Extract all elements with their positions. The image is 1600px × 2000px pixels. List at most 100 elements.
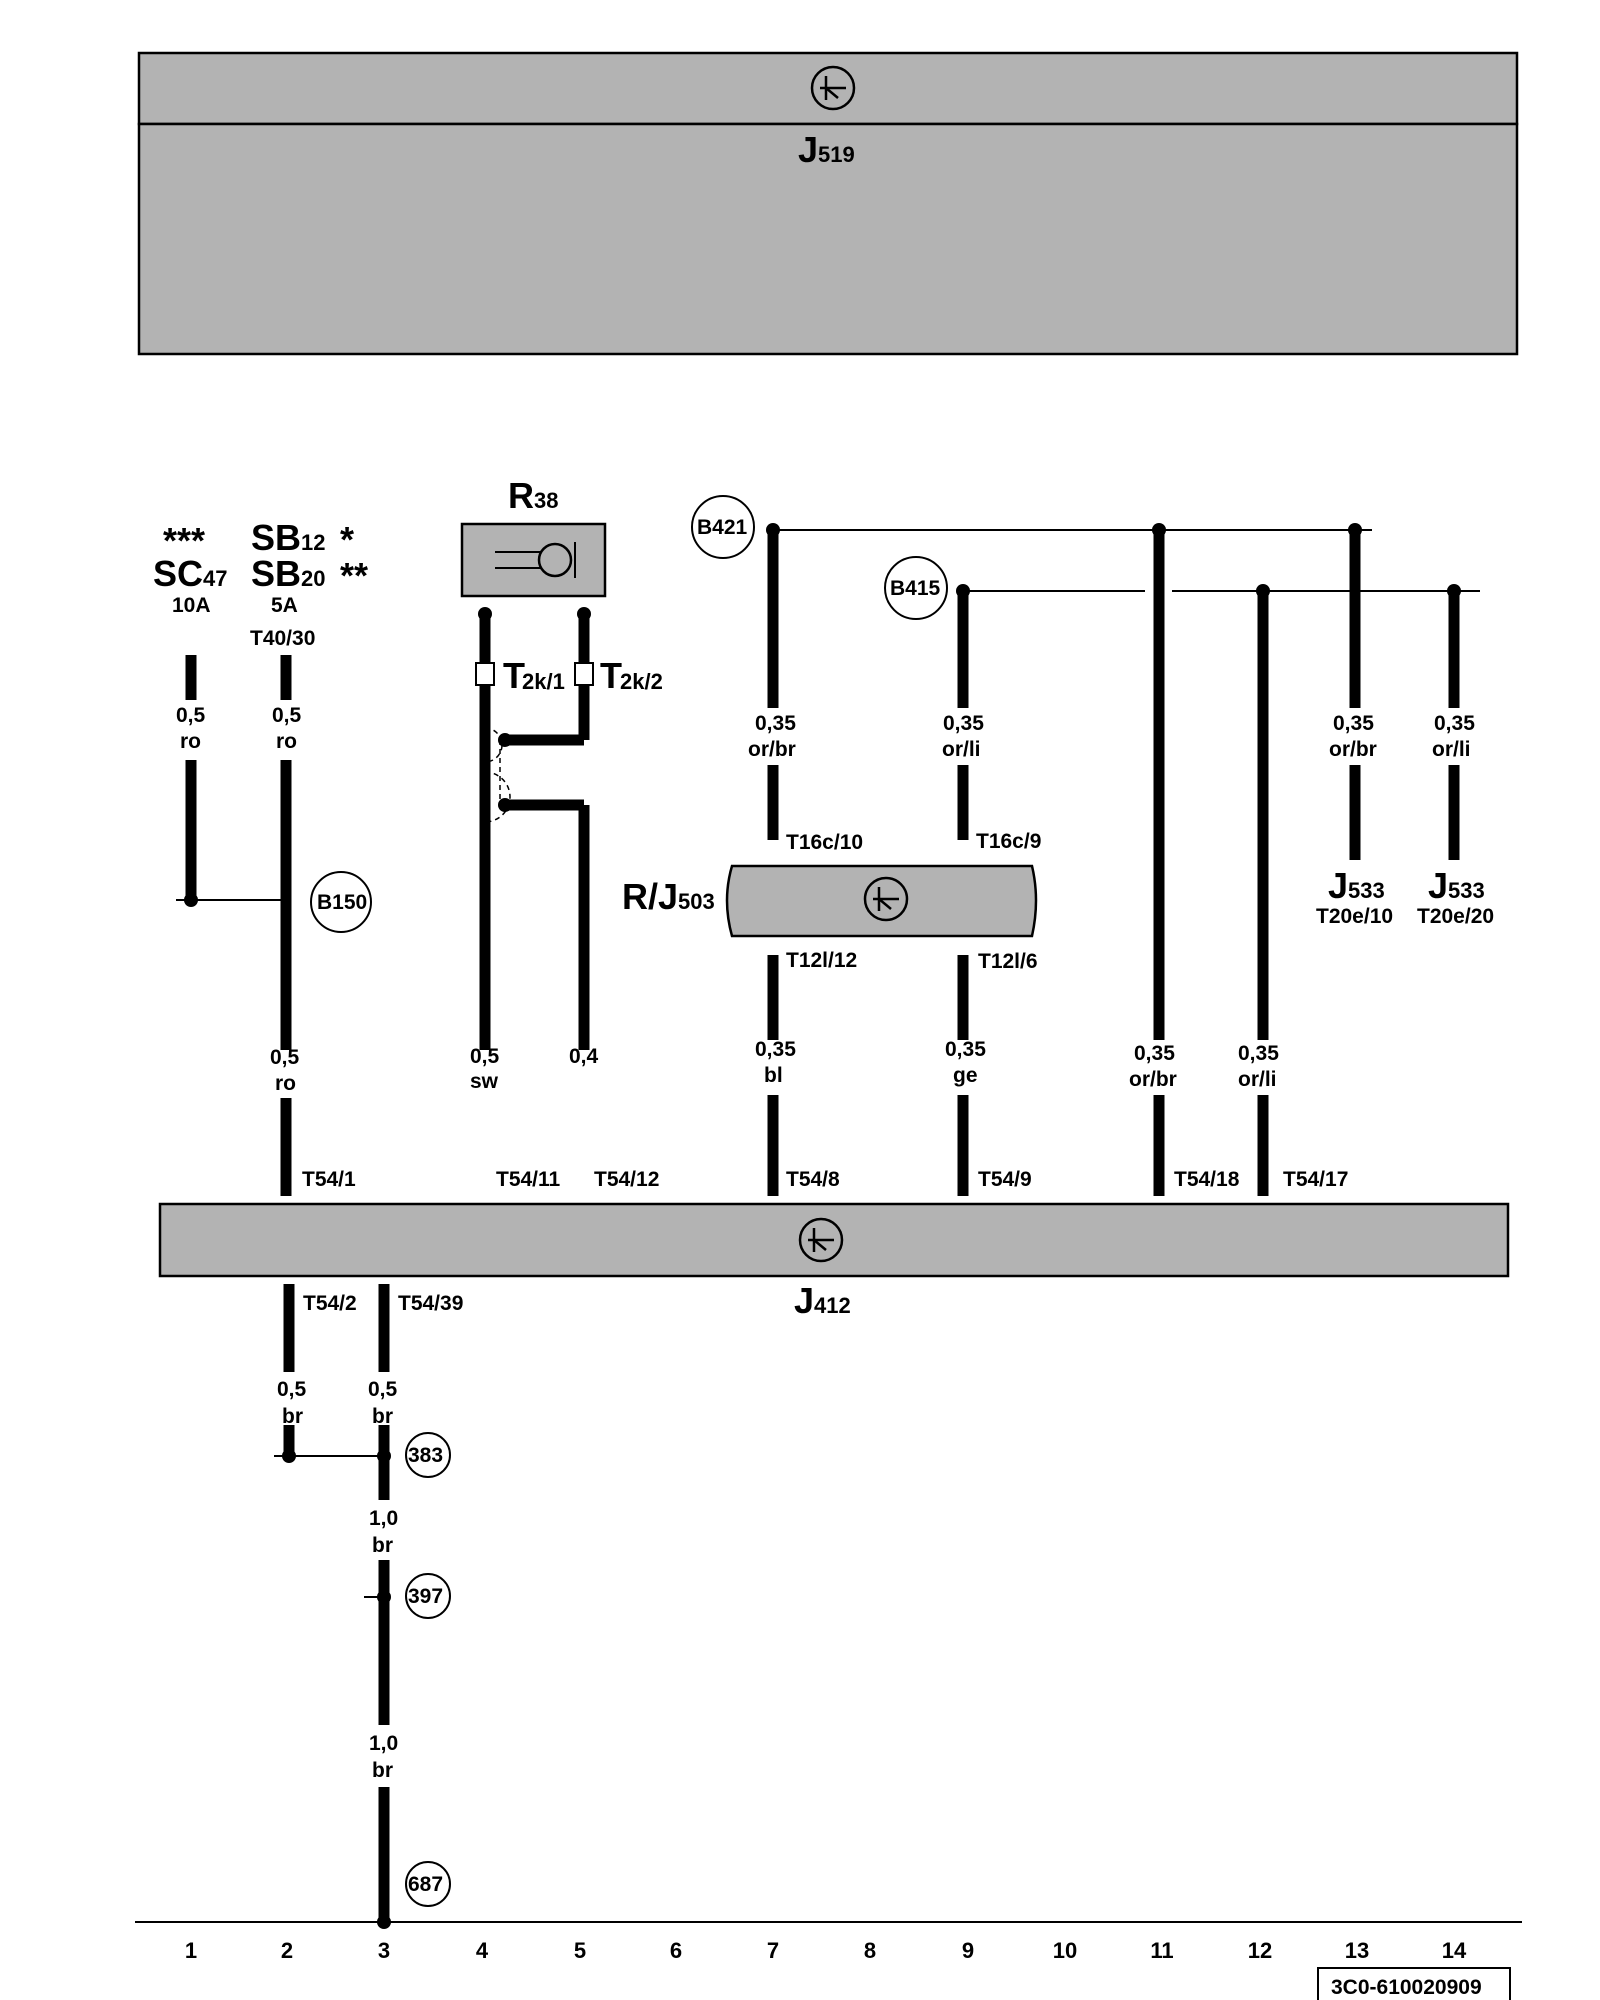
svg-text:0,35: 0,35 — [755, 1038, 796, 1061]
svg-text:***: *** — [163, 520, 205, 561]
column-number: 5 — [574, 1938, 586, 1963]
svg-text:T12l/6: T12l/6 — [978, 950, 1038, 973]
svg-text:br: br — [372, 1534, 393, 1557]
svg-text:or/li: or/li — [1432, 738, 1471, 761]
svg-text:br: br — [372, 1405, 393, 1428]
svg-text:T54/9: T54/9 — [978, 1168, 1032, 1191]
connector-t2k1: T 2k/1 — [475, 655, 565, 696]
column-number: 12 — [1248, 1938, 1272, 1963]
diagram-id-box: 3C0-610020909 — [1317, 1967, 1511, 2000]
column-number: 10 — [1053, 1938, 1077, 1963]
fuse-sb12-sb20: SB12 * SB20 ** 5A T40/30 — [250, 517, 368, 650]
svg-text:SB12: SB12 — [251, 517, 326, 558]
fuse-sc47: *** SC47 10A — [153, 520, 228, 617]
column-number: 9 — [962, 1938, 974, 1963]
svg-text:R38: R38 — [508, 475, 558, 516]
svg-text:2k/2: 2k/2 — [620, 669, 663, 694]
rj503-module: R/J503 — [622, 864, 1038, 938]
svg-text:0,5: 0,5 — [277, 1378, 307, 1401]
wire-col1-color: ro — [180, 730, 201, 753]
column-number: 11 — [1150, 1938, 1173, 1963]
node-b150: B150 — [310, 871, 372, 933]
svg-text:0,35: 0,35 — [1238, 1042, 1279, 1065]
svg-text:3C0-610020909: 3C0-610020909 — [1331, 1976, 1482, 1999]
svg-text:J533: J533 — [1428, 865, 1485, 906]
svg-text:0,35: 0,35 — [945, 1038, 986, 1061]
svg-text:0,5: 0,5 — [270, 1046, 300, 1069]
j519-module: J519 — [137, 51, 1519, 356]
svg-text:T54/39: T54/39 — [398, 1292, 463, 1315]
svg-text:SC47: SC47 — [153, 553, 228, 594]
connector-t2k2: T 2k/2 — [574, 655, 663, 696]
j533-right: J533 T20e/20 — [1417, 865, 1494, 928]
column-number: 6 — [670, 1938, 682, 1963]
j412-module: J412 — [158, 1202, 1510, 1321]
svg-text:T54/18: T54/18 — [1174, 1168, 1240, 1191]
svg-text:B150: B150 — [317, 891, 367, 914]
svg-text:or/br: or/br — [1329, 738, 1377, 761]
svg-text:T54/17: T54/17 — [1283, 1168, 1348, 1191]
column-number: 3 — [378, 1938, 390, 1963]
ground-687: 687 — [405, 1861, 451, 1907]
column-number: 4 — [476, 1938, 489, 1963]
svg-text:T16c/10: T16c/10 — [786, 831, 863, 854]
svg-text:687: 687 — [408, 1873, 443, 1896]
svg-text:ge: ge — [953, 1064, 978, 1087]
column-number: 7 — [767, 1938, 779, 1963]
j519-label: J519 — [798, 129, 855, 170]
svg-text:0,4: 0,4 — [569, 1045, 599, 1068]
column-number: 14 — [1442, 1938, 1467, 1963]
svg-text:T54/2: T54/2 — [303, 1292, 357, 1315]
svg-text:T54/8: T54/8 — [786, 1168, 840, 1191]
svg-text:0,35: 0,35 — [1134, 1042, 1175, 1065]
svg-text:ro: ro — [275, 1072, 296, 1095]
svg-text:SB20: SB20 — [251, 553, 326, 594]
svg-text:T20e/10: T20e/10 — [1316, 905, 1393, 928]
svg-text:T12l/12: T12l/12 — [786, 949, 857, 972]
svg-text:or/br: or/br — [748, 738, 796, 761]
svg-text:ro: ro — [276, 730, 297, 753]
svg-text:or/li: or/li — [942, 738, 981, 761]
svg-text:B421: B421 — [697, 516, 748, 539]
svg-text:0,35: 0,35 — [943, 712, 984, 735]
svg-text:or/br: or/br — [1129, 1068, 1177, 1091]
node-b421: B421 — [691, 495, 755, 559]
svg-text:br: br — [372, 1759, 393, 1782]
svg-text:B415: B415 — [890, 577, 941, 600]
svg-text:T54/1: T54/1 — [302, 1168, 356, 1191]
svg-text:10A: 10A — [172, 594, 211, 617]
wire-col1-size: 0,5 — [176, 704, 206, 727]
svg-text:br: br — [282, 1405, 303, 1428]
svg-text:sw: sw — [470, 1070, 499, 1093]
node-b415: B415 — [884, 556, 948, 620]
svg-text:*: * — [340, 519, 354, 560]
svg-text:T20e/20: T20e/20 — [1417, 905, 1494, 928]
svg-text:T: T — [600, 655, 622, 696]
svg-text:**: ** — [340, 555, 368, 596]
svg-text:1,0: 1,0 — [369, 1732, 398, 1755]
svg-text:T16c/9: T16c/9 — [976, 830, 1041, 853]
svg-text:0,5: 0,5 — [368, 1378, 398, 1401]
ground-397: 397 — [405, 1573, 451, 1619]
svg-text:0,35: 0,35 — [1434, 712, 1475, 735]
svg-text:2k/1: 2k/1 — [522, 669, 565, 694]
svg-text:5A: 5A — [271, 594, 298, 617]
svg-text:0,5: 0,5 — [470, 1045, 500, 1068]
column-number: 2 — [281, 1938, 293, 1963]
r38-component: R38 — [460, 475, 607, 598]
column-number: 8 — [864, 1938, 876, 1963]
svg-text:J412: J412 — [794, 1280, 851, 1321]
svg-text:T54/11: T54/11 — [496, 1168, 561, 1191]
column-number: 1 — [185, 1938, 197, 1963]
column-number: 13 — [1345, 1938, 1369, 1963]
svg-text:383: 383 — [408, 1444, 443, 1467]
svg-text:R/J503: R/J503 — [622, 876, 715, 917]
svg-text:T54/12: T54/12 — [594, 1168, 659, 1191]
svg-text:0,35: 0,35 — [1333, 712, 1374, 735]
ground-383: 383 — [405, 1432, 451, 1478]
j533-left: J533 T20e/10 — [1316, 865, 1393, 928]
svg-text:0,5: 0,5 — [272, 704, 302, 727]
control-unit-icon — [810, 65, 856, 111]
svg-text:T40/30: T40/30 — [250, 627, 315, 650]
